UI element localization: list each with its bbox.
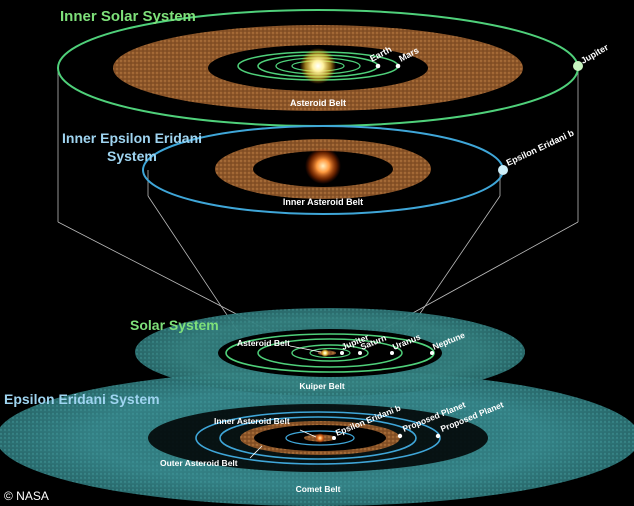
sun-small [321,349,329,357]
eridani-system-title: Epsilon Eridani System [4,391,160,407]
neptune-dot [430,351,434,355]
kuiper-belt-label: Kuiper Belt [299,381,345,391]
eridani-b-orbit-small [285,430,355,446]
saturn-dot [358,351,362,355]
inner-eridani-panel: Epsilon Eridani b Inner Asteroid Belt In… [62,125,576,215]
outer-belt-pointer [249,445,263,459]
jupiter-orbit-small [309,347,351,359]
solar-system-panel: Asteroid Belt Jupiter Saturn Uranus Nept… [130,308,525,396]
inner-asteroid-belt-label: Inner Asteroid Belt [283,197,363,207]
inner-asteroid-belt-small-label: Inner Asteroid Belt [214,416,290,426]
inner-solar-system-panel: Earth Mars Jupiter Asteroid Belt Inner S… [57,8,610,127]
jupiter-label: Jupiter [579,42,610,66]
proposed-planet-2-dot [435,433,441,439]
proposed-planet-1-dot [397,433,403,439]
nasa-credit: © NASA [4,489,49,503]
saturn-orbit [291,344,369,362]
outer-asteroid-belt-label: Outer Asteroid Belt [160,458,238,468]
earth-dot [375,63,381,69]
inner-eridani-title-line1: Inner Epsilon Eridani [62,130,202,146]
sun [300,48,336,84]
eridani-b-label: Epsilon Eridani b [505,127,576,167]
eridani-b-dot [498,165,508,175]
comet-belt-label: Comet Belt [296,484,341,494]
asteroid-belt-pointer [289,345,322,353]
eridani-star-small [315,433,325,443]
proposed-orbit-1 [219,416,417,460]
uranus-dot [390,351,394,355]
mars-dot [395,63,401,69]
eridani-system-panel: Inner Asteroid Belt Epsilon Eridani b Pr… [0,370,634,506]
inner-eridani-title-line2: System [107,148,157,164]
eridani-b-dot-small [332,436,336,440]
inner-solar-system-title: Inner Solar System [60,8,196,25]
inner-belt-pointer [299,429,317,438]
jupiter-small-dot [340,351,344,355]
epsilon-eridani-star [305,148,341,184]
proposed-orbit-2 [195,411,441,465]
asteroid-belt-label: Asteroid Belt [290,98,346,108]
jupiter-dot [573,61,583,71]
solar-system-title: Solar System [130,317,219,333]
uranus-orbit [257,338,403,368]
asteroid-belt-small-label: Asteroid Belt [237,338,290,348]
